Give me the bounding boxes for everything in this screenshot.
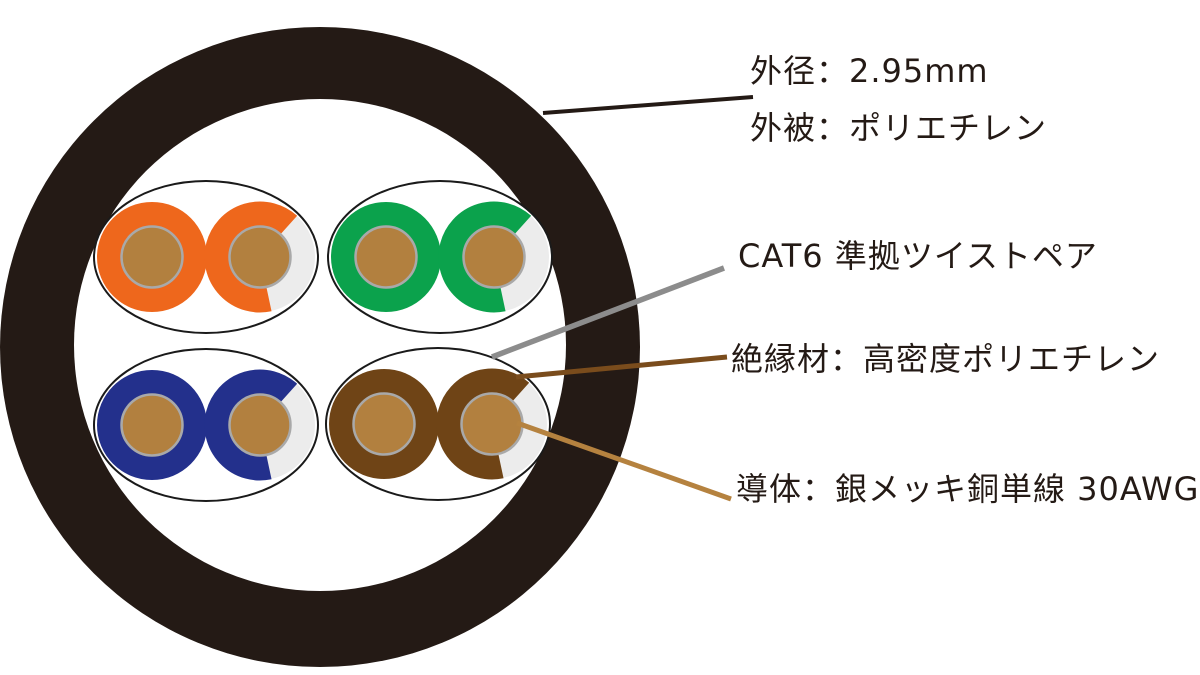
- blue-striped-wire-conductor: [228, 393, 292, 457]
- leader-line-twisted-pair: [491, 265, 725, 360]
- label-outer-diameter: 外径：2.95mm: [750, 52, 989, 90]
- leader-line-conductor: [516, 420, 732, 502]
- brown-striped-wire-stripe: [436, 368, 530, 480]
- twisted-pair-orange: [93, 180, 319, 334]
- brown-solid-wire-conductor: [352, 392, 416, 456]
- green-striped-wire-stripe: [438, 201, 532, 313]
- green-solid-wire-conductor: [354, 225, 418, 289]
- label-conductor: 導体：銀メッキ銅単線 30AWG: [736, 470, 1200, 508]
- twisted-pair-blue: [93, 348, 319, 502]
- brown-striped-wire-conductor: [460, 392, 524, 456]
- blue-striped-wire-stripe: [204, 369, 298, 481]
- cable-inner-area: [74, 99, 566, 591]
- blue-solid-wire-conductor: [120, 393, 184, 457]
- label-insulation: 絶縁材：高密度ポリエチレン: [731, 340, 1161, 378]
- label-twisted-pair: CAT6 準拠ツイストペア: [738, 237, 1098, 275]
- orange-solid-wire-conductor: [120, 225, 184, 289]
- twisted-pair-brown: [325, 347, 551, 501]
- leader-line-insulation: [515, 354, 728, 380]
- label-jacket-material: 外被：ポリエチレン: [750, 109, 1048, 147]
- green-striped-wire-conductor: [462, 225, 526, 289]
- orange-striped-wire-conductor: [228, 225, 292, 289]
- leader-line-outer-diameter: [542, 95, 754, 115]
- orange-striped-wire-stripe: [204, 201, 298, 313]
- twisted-pair-green: [327, 180, 553, 334]
